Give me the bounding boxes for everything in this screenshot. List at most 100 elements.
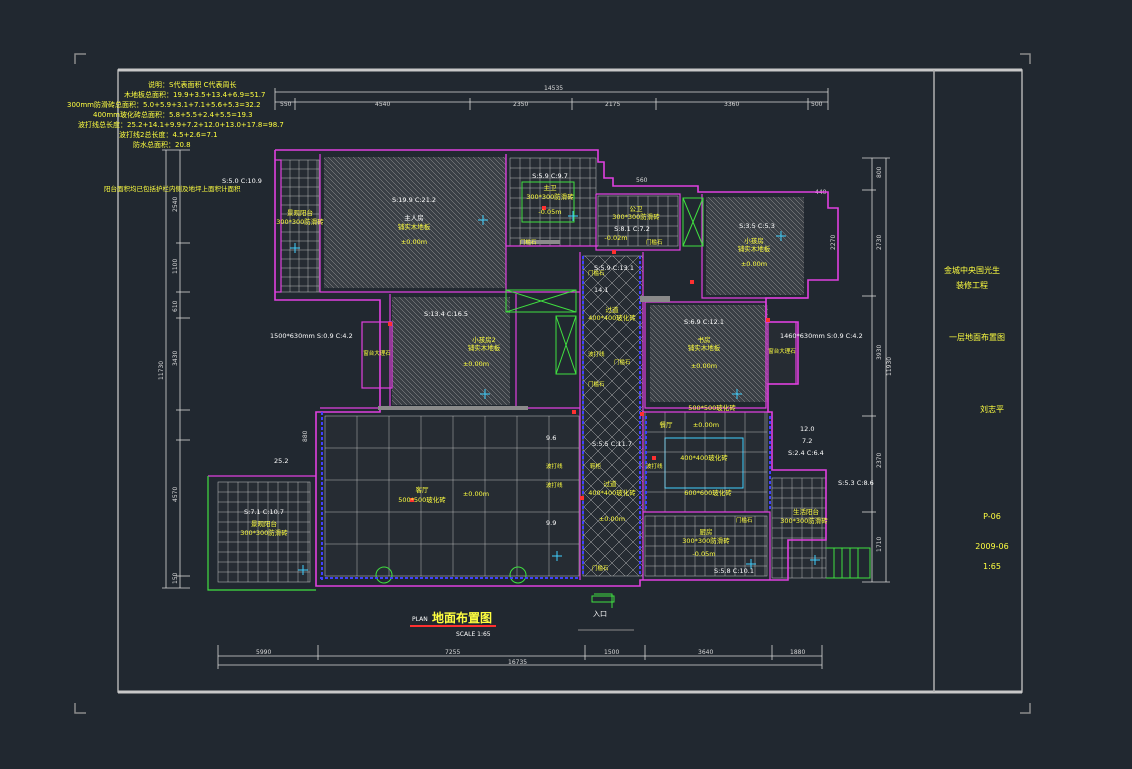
sheet-number: P-06 bbox=[983, 512, 1001, 521]
arrow-symbol bbox=[746, 559, 756, 569]
stairs-outline bbox=[826, 547, 871, 579]
tile-grid-lines bbox=[218, 158, 826, 582]
util-area-1: S:2.4 C:6.4 bbox=[788, 449, 824, 457]
room-name: 公卫 bbox=[630, 205, 644, 213]
wave-12: 12.0 bbox=[800, 425, 814, 433]
arrow-symbol bbox=[552, 551, 562, 561]
thresholds bbox=[378, 240, 670, 410]
bay-right-label: 窗台大理石 bbox=[768, 347, 796, 355]
tile-balcony-top bbox=[280, 159, 320, 293]
dim-top-total: 14535 bbox=[544, 85, 563, 92]
note-line-5: 波打线总长度：25.2+14.1+9.9+7.2+12.0+13.0+17.8=… bbox=[78, 120, 284, 129]
dim-top-6: 500 bbox=[811, 101, 823, 108]
plan-scale: SCALE 1:65 bbox=[456, 631, 491, 638]
area-label: S:19.9 C:21.2 bbox=[392, 196, 436, 204]
door-stone-6: 门槛石 bbox=[736, 516, 753, 524]
dim-right-1: 800 bbox=[876, 166, 883, 178]
dim-left-total: 11730 bbox=[158, 361, 165, 380]
room-name: 景观阳台 bbox=[287, 208, 313, 217]
entry-steps bbox=[594, 593, 613, 608]
area-label: S:5.9 C:9.7 bbox=[532, 172, 568, 180]
dim-left-5: 880 bbox=[302, 430, 309, 442]
balcony-note: 阳台面积均已包括护栏内侧及地坪上面积计面积 bbox=[104, 184, 241, 193]
arrow-symbol bbox=[776, 231, 786, 241]
note-line-1: 说明：S代表面积 C代表周长 bbox=[148, 80, 237, 89]
level-label: -0.05m bbox=[692, 550, 715, 558]
dim-top-5: 3360 bbox=[724, 101, 739, 108]
designer-name: 刘志平 bbox=[980, 404, 1004, 414]
bay-left-label: 窗台大理石 bbox=[363, 349, 391, 357]
plan-prefix: PLAN bbox=[412, 616, 428, 623]
entry-door bbox=[591, 595, 615, 603]
dimension-top: 14535 550 4540 2350 2175 3360 500 bbox=[274, 85, 829, 110]
room-dining: 餐厅 400*400玻化砖 ±0.00m 600*600玻化砖 500*500玻… bbox=[660, 403, 737, 497]
arrow-symbol bbox=[480, 389, 490, 399]
level-label: ±0.00m bbox=[741, 260, 767, 268]
floor-spec: 400*400玻化砖 bbox=[680, 453, 728, 462]
misc-labels: S:5.0 C:10.9 阳台面积均已包括护栏内侧及地坪上面积计面积 1500*… bbox=[104, 177, 874, 572]
wood-hatch-lines bbox=[323, 156, 805, 406]
dim-top-3: 2350 bbox=[513, 101, 528, 108]
room-corridor: S:5.5 C:11.7 过道 400*400玻化砖 ±0.00m bbox=[588, 440, 636, 523]
wave-25-2: 25.2 bbox=[274, 457, 288, 465]
shoe-cabinet: 鞋柜 bbox=[590, 462, 602, 470]
dim-top-4: 2175 bbox=[605, 101, 620, 108]
tile-living bbox=[324, 415, 580, 577]
dimension-bottom: 5990 7255 1500 3640 1880 16735 bbox=[217, 645, 823, 669]
door-stone-1: 门槛石 bbox=[520, 238, 537, 246]
room-utility-balcony: 生活阳台 300*300防滑砖 bbox=[780, 507, 828, 525]
room-name: 餐厅 bbox=[660, 420, 674, 429]
door-stone-4: 门槛石 bbox=[614, 358, 631, 366]
tile-corridor bbox=[582, 255, 644, 577]
wave-line-4: 波打线 bbox=[546, 481, 563, 489]
room-study: S:6.9 C:12.1 书房 铺实木地板 ±0.00m bbox=[684, 318, 724, 370]
door-stone-5: 门槛石 bbox=[588, 380, 605, 388]
arrow-symbol bbox=[810, 555, 820, 565]
room-public-bath: 公卫 300*300防滑砖 S:8.1 C:7.2 -0.02m bbox=[604, 205, 660, 242]
level-label: ±0.00m bbox=[693, 421, 719, 429]
room-name: 客厅 bbox=[416, 485, 430, 494]
room-name: 小孩房 bbox=[744, 236, 764, 245]
dim-left-2: 1100 bbox=[172, 259, 179, 274]
note-line-2: 木地板总面积：19.9+3.5+13.4+6.9=51.7 bbox=[124, 90, 265, 99]
red-markers bbox=[388, 206, 770, 502]
cabinet-frame bbox=[555, 315, 577, 375]
plan-title: PLAN 地面布置图 SCALE 1:65 入口 bbox=[410, 610, 634, 638]
wardrobe-frame bbox=[505, 289, 577, 313]
room-name: 小孩房2 bbox=[472, 335, 496, 344]
dim-bottom-2: 7255 bbox=[445, 649, 460, 656]
project-name-1: 金城中央国光生 bbox=[944, 265, 1000, 275]
dim-left-4: 3430 bbox=[172, 351, 179, 366]
notes-block: 说明：S代表面积 C代表周长 木地板总面积：19.9+3.5+13.4+6.9=… bbox=[67, 80, 284, 149]
dim-bottom-1: 5990 bbox=[256, 649, 271, 656]
arrow-symbol bbox=[298, 565, 308, 575]
floor-spec: 300*300防滑砖 bbox=[240, 528, 288, 537]
dim-top-2: 4540 bbox=[375, 101, 390, 108]
room-name: 过道 bbox=[604, 479, 618, 488]
floor-spec: 400*400玻化砖 bbox=[588, 313, 636, 322]
wave-14-1: 14.1 bbox=[594, 286, 608, 294]
area-label: S:8.1 C:7.2 bbox=[614, 225, 650, 233]
symbols bbox=[290, 211, 820, 575]
room-master-bedroom: S:19.9 C:21.2 主人房 铺实木地板 ±0.00m bbox=[392, 196, 436, 246]
area-label: S:3.5 C:5.3 bbox=[739, 222, 775, 230]
dim-right-4: 2370 bbox=[876, 453, 883, 468]
note-line-7: 防水总面积：20.8 bbox=[133, 140, 191, 149]
note-line-6: 波打线2总长度：4.5+2.6=7.1 bbox=[119, 130, 218, 139]
level-label: ±0.00m bbox=[691, 362, 717, 370]
area-label: S:5.5 C:11.7 bbox=[592, 440, 632, 448]
wave-line-2: 波打线 bbox=[646, 462, 663, 470]
fixtures bbox=[375, 181, 871, 608]
floor-spec: 铺实木地板 bbox=[398, 222, 431, 231]
sink-right bbox=[509, 566, 527, 584]
room-corridor-upper: S:5.9 C:13.1 过道 400*400玻化砖 bbox=[588, 264, 636, 322]
dim-left-1: 2540 bbox=[172, 197, 179, 212]
area-label: S:13.4 C:16.5 bbox=[424, 310, 468, 318]
room-name: 主卫 bbox=[544, 183, 558, 192]
dim-bottom-3: 1500 bbox=[604, 649, 619, 656]
sheet-frame bbox=[74, 53, 1031, 714]
floor-spec: 铺实木地板 bbox=[688, 343, 721, 352]
arrow-symbol bbox=[732, 389, 742, 399]
room-name: 过道 bbox=[606, 305, 620, 314]
